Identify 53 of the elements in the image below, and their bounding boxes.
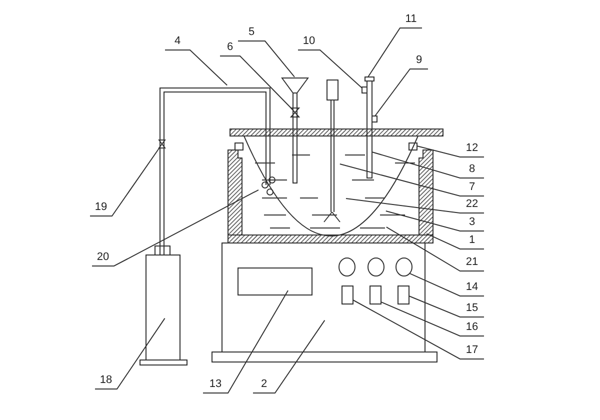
callout-number: 15 [460,302,484,316]
callout-number: 2 [253,378,275,392]
support-block [408,142,418,150]
leader-line [92,189,259,266]
control-knob [396,258,412,276]
callout-number: 1 [460,234,484,248]
callout-number: 9 [410,54,428,68]
leader-line [202,290,288,394]
callout-number: 13 [203,378,228,392]
valve-symbol [158,140,166,148]
leader-line [385,210,484,232]
callout-number: 3 [460,216,484,230]
leader-line [372,152,484,178]
callout-number: 18 [95,374,117,388]
leader-line [409,272,484,296]
leader-line [416,146,484,158]
control-button [342,286,354,304]
leader-line [238,40,295,78]
callout-number: 4 [165,35,190,49]
valve-symbol [290,108,300,118]
capped-tube [364,76,374,178]
callout-number: 11 [400,13,422,27]
callout-number: 22 [460,198,484,212]
leader-line [346,198,484,214]
callout-number: 16 [460,321,484,335]
leader-line [94,318,166,390]
pipe-fitting [372,116,378,122]
leader-line [408,296,484,318]
leader-line [380,302,484,336]
leader-line [339,164,484,196]
callout-number: 21 [460,256,484,270]
callout-number: 12 [460,142,484,156]
pipe-fitting [362,86,368,94]
callout-number: 10 [298,35,320,49]
callout-number: 6 [220,41,240,55]
leader-line [164,50,228,86]
leader-line [386,226,484,272]
control-button [398,286,410,304]
leader-line [220,56,292,110]
callout-number: 5 [238,26,265,40]
callout-number: 14 [460,281,484,295]
leader-line [90,146,160,216]
callout-number: 7 [460,181,484,195]
callout-number: 17 [460,344,484,358]
control-button [370,286,382,304]
callout-number: 8 [460,163,484,177]
leader-line [352,300,484,360]
callout-number: 19 [90,201,112,215]
leader-line [252,320,326,394]
callout-number: 20 [92,251,114,265]
leader-line [368,28,422,78]
leader-line [426,233,484,250]
leader-line [298,50,362,88]
